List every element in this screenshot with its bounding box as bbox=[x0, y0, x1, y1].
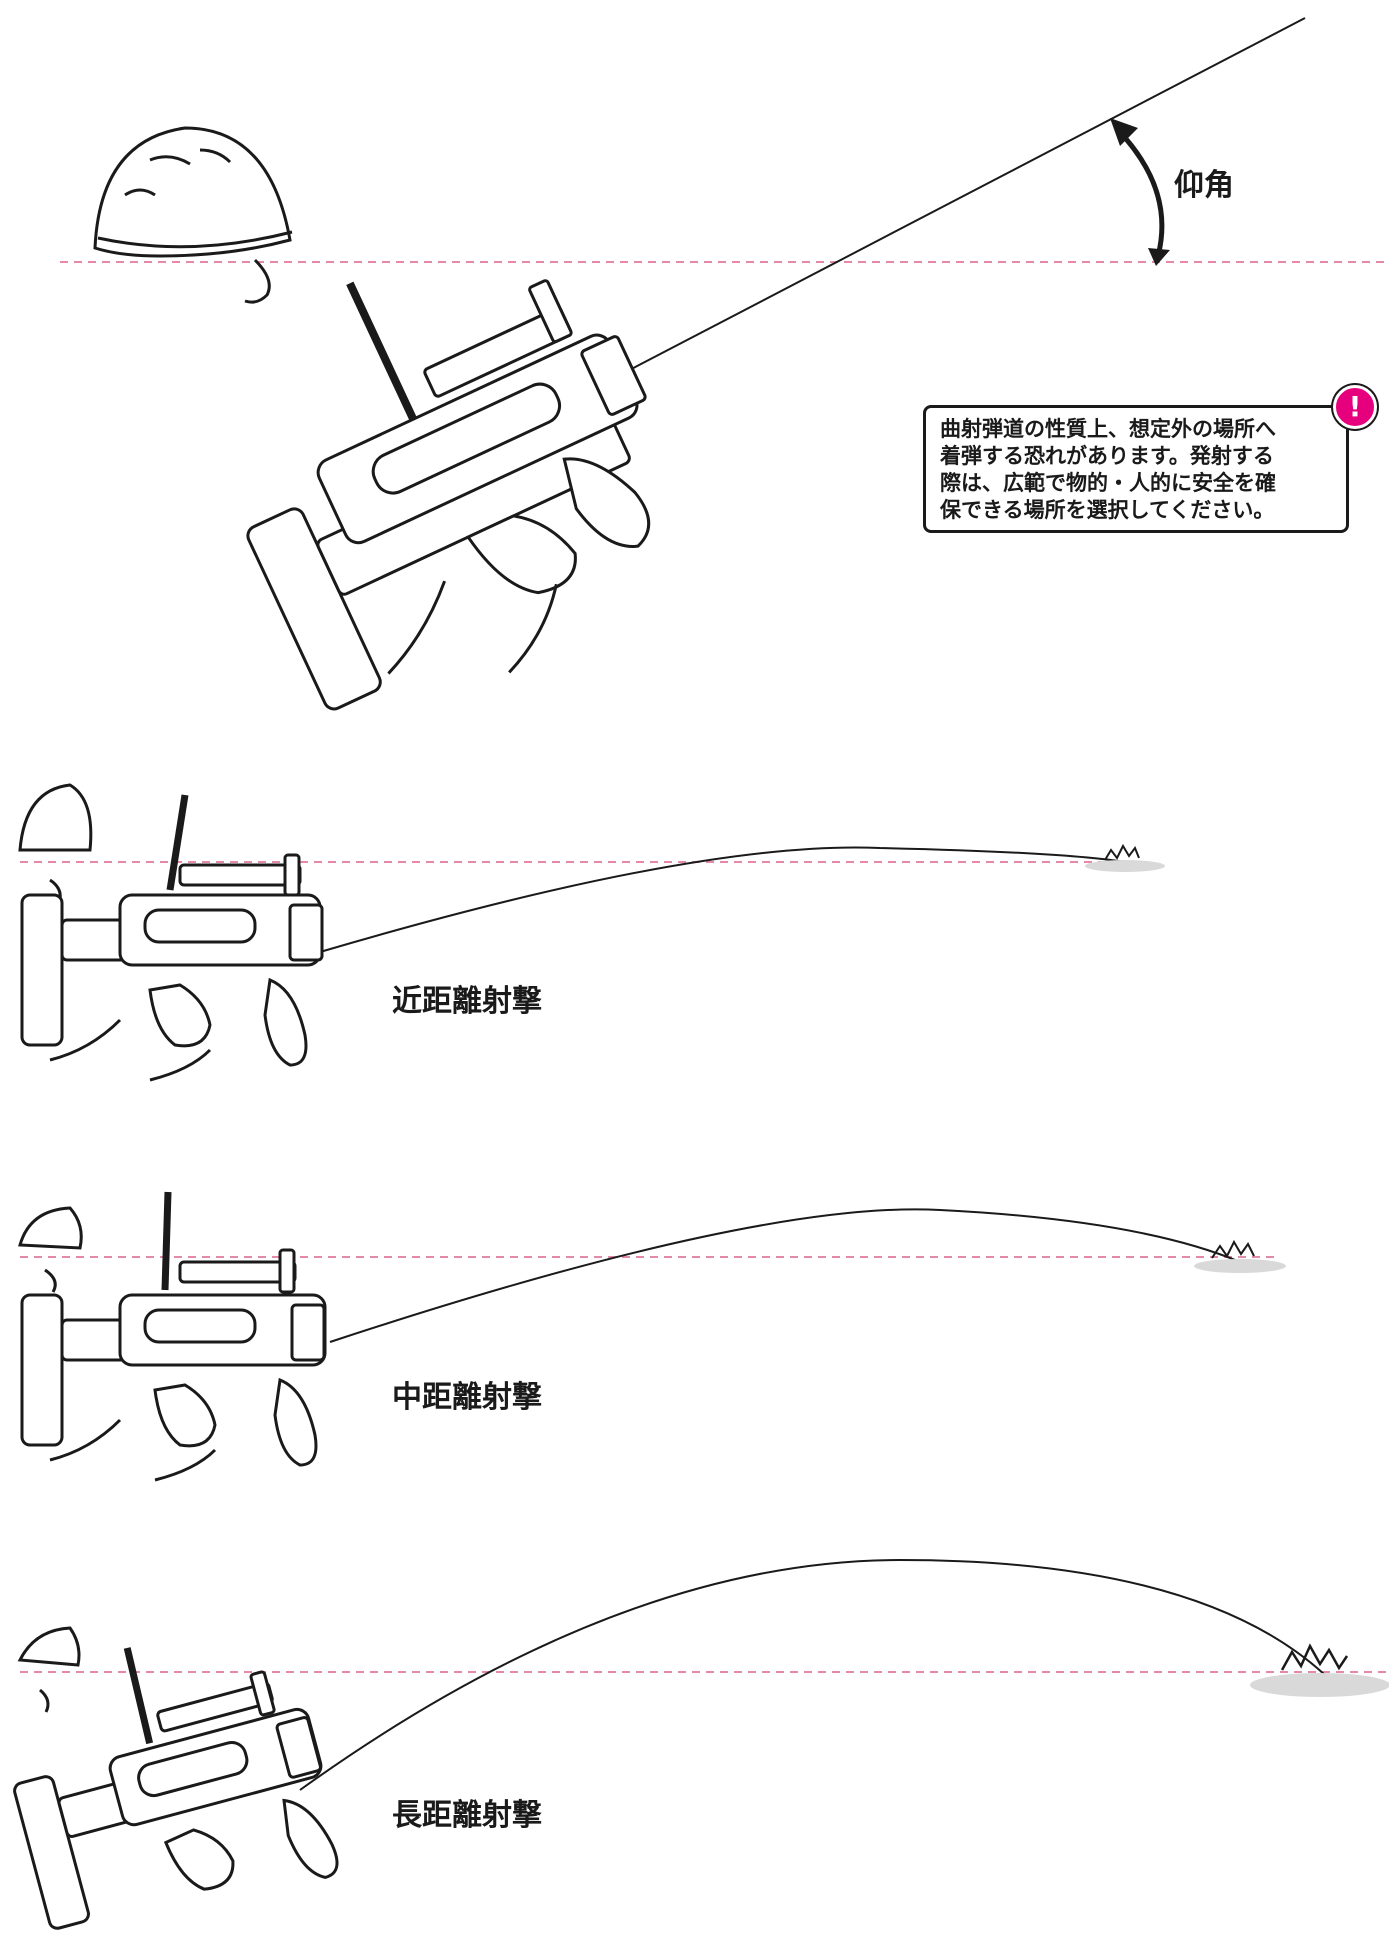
grenade-launcher-icon bbox=[13, 1647, 339, 1930]
arrow-head-top bbox=[1110, 118, 1138, 146]
grenade-launcher-icon bbox=[246, 279, 651, 711]
impact-shadow bbox=[1085, 860, 1165, 872]
mid-range-figure bbox=[18, 1191, 1286, 1482]
long-range-label: 長距離射撃 bbox=[392, 1798, 542, 1833]
soldier-helmet-icon bbox=[18, 1206, 83, 1293]
impact-burst-icon bbox=[1280, 1643, 1349, 1671]
trajectory-curve bbox=[319, 846, 1126, 953]
impact-burst-icon bbox=[1211, 1239, 1255, 1259]
impact-shadow bbox=[1194, 1259, 1286, 1273]
impact-shadow bbox=[1250, 1673, 1389, 1697]
soldier-helmet-icon bbox=[93, 126, 293, 304]
caution-box: 曲射弾道の性質上、想定外の場所へ 着弾する恐れがあります。発射する 際は、広範で… bbox=[923, 405, 1349, 533]
arrow-head-bottom bbox=[1148, 248, 1170, 266]
short-range-label: 近距離射撃 bbox=[392, 984, 542, 1019]
grenade-launcher-icon bbox=[20, 794, 324, 1082]
impact-burst-icon bbox=[1104, 843, 1140, 861]
soldier-helmet-icon bbox=[18, 783, 93, 906]
launch-direction-line bbox=[619, 17, 1306, 376]
grenade-launcher-icon bbox=[20, 1191, 327, 1482]
elevation-angle-label: 仰角 bbox=[1174, 168, 1234, 203]
mid-range-label: 中距離射撃 bbox=[392, 1380, 542, 1415]
trajectory-curve bbox=[329, 1208, 1241, 1343]
short-range-figure bbox=[18, 783, 1165, 1082]
elevation-angle-figure bbox=[60, 17, 1389, 711]
caution-text: 曲射弾道の性質上、想定外の場所へ 着弾する恐れがあります。発射する 際は、広範で… bbox=[940, 417, 1276, 522]
elevation-angle-arrow bbox=[1116, 128, 1165, 257]
long-range-figure bbox=[13, 1558, 1389, 1930]
exclamation-icon: ! bbox=[1333, 385, 1377, 429]
trajectory-curve bbox=[299, 1558, 1326, 1791]
soldier-helmet-icon bbox=[17, 1626, 81, 1713]
